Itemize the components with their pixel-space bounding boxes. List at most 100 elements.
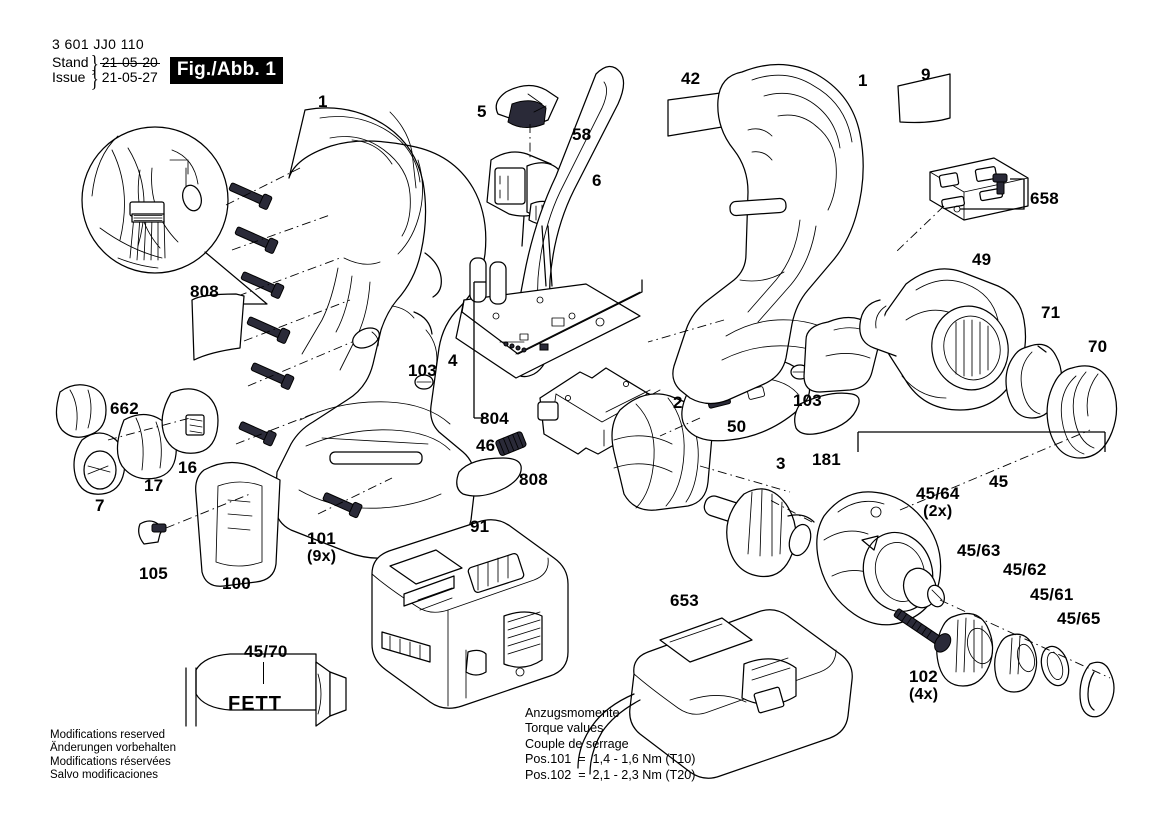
callout-clip-658: 658 [1030, 190, 1059, 208]
callout-quantity: (9x) [307, 548, 337, 565]
mods-line-es: Salvo modificaciones [50, 769, 159, 782]
callout-screw-105: 105 [139, 565, 168, 583]
seal-plate-lower [457, 458, 521, 496]
callout-label-9: 9 [921, 66, 931, 84]
callout-bracket-804: 804 [480, 410, 509, 428]
callout-gear-housing-49: 49 [972, 251, 991, 269]
torque-title-de: Anzugsmomente [525, 706, 620, 720]
mods-line-en: Modifications reserved [50, 729, 166, 741]
nut-103-left-part [415, 375, 433, 389]
grease-tube [186, 654, 346, 726]
callout-number: 1 [858, 71, 868, 90]
retaining-ring-71 [1006, 344, 1062, 418]
callout-number: 7 [95, 496, 105, 515]
callout-number: 16 [178, 458, 198, 477]
callout-battery-91: 91 [470, 518, 489, 536]
callout-number: 9 [921, 65, 931, 84]
callout-number: 4 [448, 351, 458, 370]
callout-number: 58 [572, 125, 592, 144]
pcb-assembly [456, 226, 642, 378]
callout-quantity: (2x) [923, 503, 953, 520]
callout-number: 45/64 [916, 484, 960, 503]
callout-number: 46 [476, 436, 496, 455]
small-parts-left [56, 385, 280, 586]
callout-number: 662 [110, 399, 139, 418]
callout-number: 45/62 [1003, 560, 1047, 579]
detail-magnifier [82, 127, 267, 304]
callout-number: 17 [144, 476, 164, 495]
callout-number: 45/61 [1030, 585, 1074, 604]
callout-armature-3: 3 [776, 455, 786, 473]
sleeve-pin [495, 431, 527, 456]
callout-lamp-7: 7 [95, 497, 105, 515]
gearbox-assembly [770, 492, 947, 625]
callout-nut-103-left: 103 [408, 362, 437, 380]
callout-number: 45/65 [1057, 609, 1101, 628]
callout-number: 105 [139, 564, 168, 583]
callout-cover-16: 16 [178, 459, 197, 477]
date-issue: 21-05-27 [101, 69, 158, 85]
housing-shell-right [648, 64, 952, 403]
callout-number: 49 [972, 250, 992, 269]
callout-number: 100 [222, 574, 251, 593]
gear-housing [860, 269, 1026, 410]
label-plate-181 [795, 393, 859, 434]
callout-label-181: 181 [812, 451, 841, 469]
callout-number: 2 [673, 393, 683, 412]
label-stand: Stand [52, 54, 89, 70]
group-bracket-45 [858, 432, 1105, 452]
screw-658-part [960, 174, 1024, 209]
callout-number: 103 [408, 361, 437, 380]
callout-screw-101: 101(9x) [307, 530, 336, 566]
callout-number: 42 [681, 69, 701, 88]
callout-number: 181 [812, 450, 841, 469]
grease-tube-text: FETT [228, 693, 282, 715]
torque-note: Anzugsmomente Torque values Couple de se… [525, 706, 695, 783]
callout-number: 45/63 [957, 541, 1001, 560]
callout-part-45-63: 45/63 [957, 542, 1001, 560]
torque-title-en: Torque values [525, 721, 604, 736]
figure-badge: Fig./Abb. 1 [169, 56, 284, 84]
callout-quantity: (4x) [909, 686, 939, 703]
callout-number: 70 [1088, 337, 1108, 356]
sheet-header: 3 601 JJ0 110 Stand Issue }} 21-05-20 21… [52, 36, 284, 90]
mods-line-de: Änderungen vorbehalten [50, 742, 176, 755]
gearbox-small-parts [900, 430, 1114, 717]
battery-pack [372, 520, 568, 709]
callout-number: 6 [592, 171, 602, 190]
battery-clip-49 [896, 158, 1028, 252]
callout-nut-103-right: 103 [793, 392, 822, 410]
callout-number: 5 [477, 102, 487, 121]
callout-number: 808 [519, 470, 548, 489]
callout-number: 45 [989, 472, 1009, 491]
callout-number: 101 [307, 529, 336, 548]
callout-belt-clip-100: 100 [222, 575, 251, 593]
torque-title-fr: Couple de serrage [525, 736, 629, 751]
torque-row-102: Pos.102 = 2,1 - 2,3 Nm (T20) [525, 767, 696, 782]
callout-housing-left: 1 [318, 93, 328, 111]
callout-number: 804 [480, 409, 509, 428]
callout-number: 808 [190, 282, 219, 301]
callout-number: 50 [727, 417, 747, 436]
date-stand: 21-05-20 [99, 54, 160, 70]
callout-grease-tube: 45/70 [244, 642, 288, 661]
collar-70 [1047, 366, 1116, 458]
modifications-note: Modifications reserved Änderungen vorbeh… [50, 729, 176, 783]
callout-nameplate-42: 42 [681, 70, 700, 88]
callout-sleeve-46: 46 [476, 437, 495, 455]
callout-gearbox-45: 45 [989, 473, 1008, 491]
callout-number: 658 [1030, 189, 1059, 208]
leader-grease-tube [263, 662, 265, 684]
group-bracket-804 [474, 282, 486, 418]
callout-seal-808-upper: 808 [190, 283, 219, 301]
order-number: 3 601 JJ0 110 [52, 36, 145, 52]
callout-endcap-662: 662 [110, 400, 139, 418]
label-plate-9 [898, 74, 950, 123]
callout-pin-45-64: 45/64(2x) [916, 485, 960, 521]
callout-number: 91 [470, 517, 490, 536]
seal-plate-upper [192, 294, 244, 360]
mods-line-fr: Modifications réservées [50, 755, 171, 768]
charger [578, 610, 852, 779]
callout-number: 1 [318, 92, 328, 111]
